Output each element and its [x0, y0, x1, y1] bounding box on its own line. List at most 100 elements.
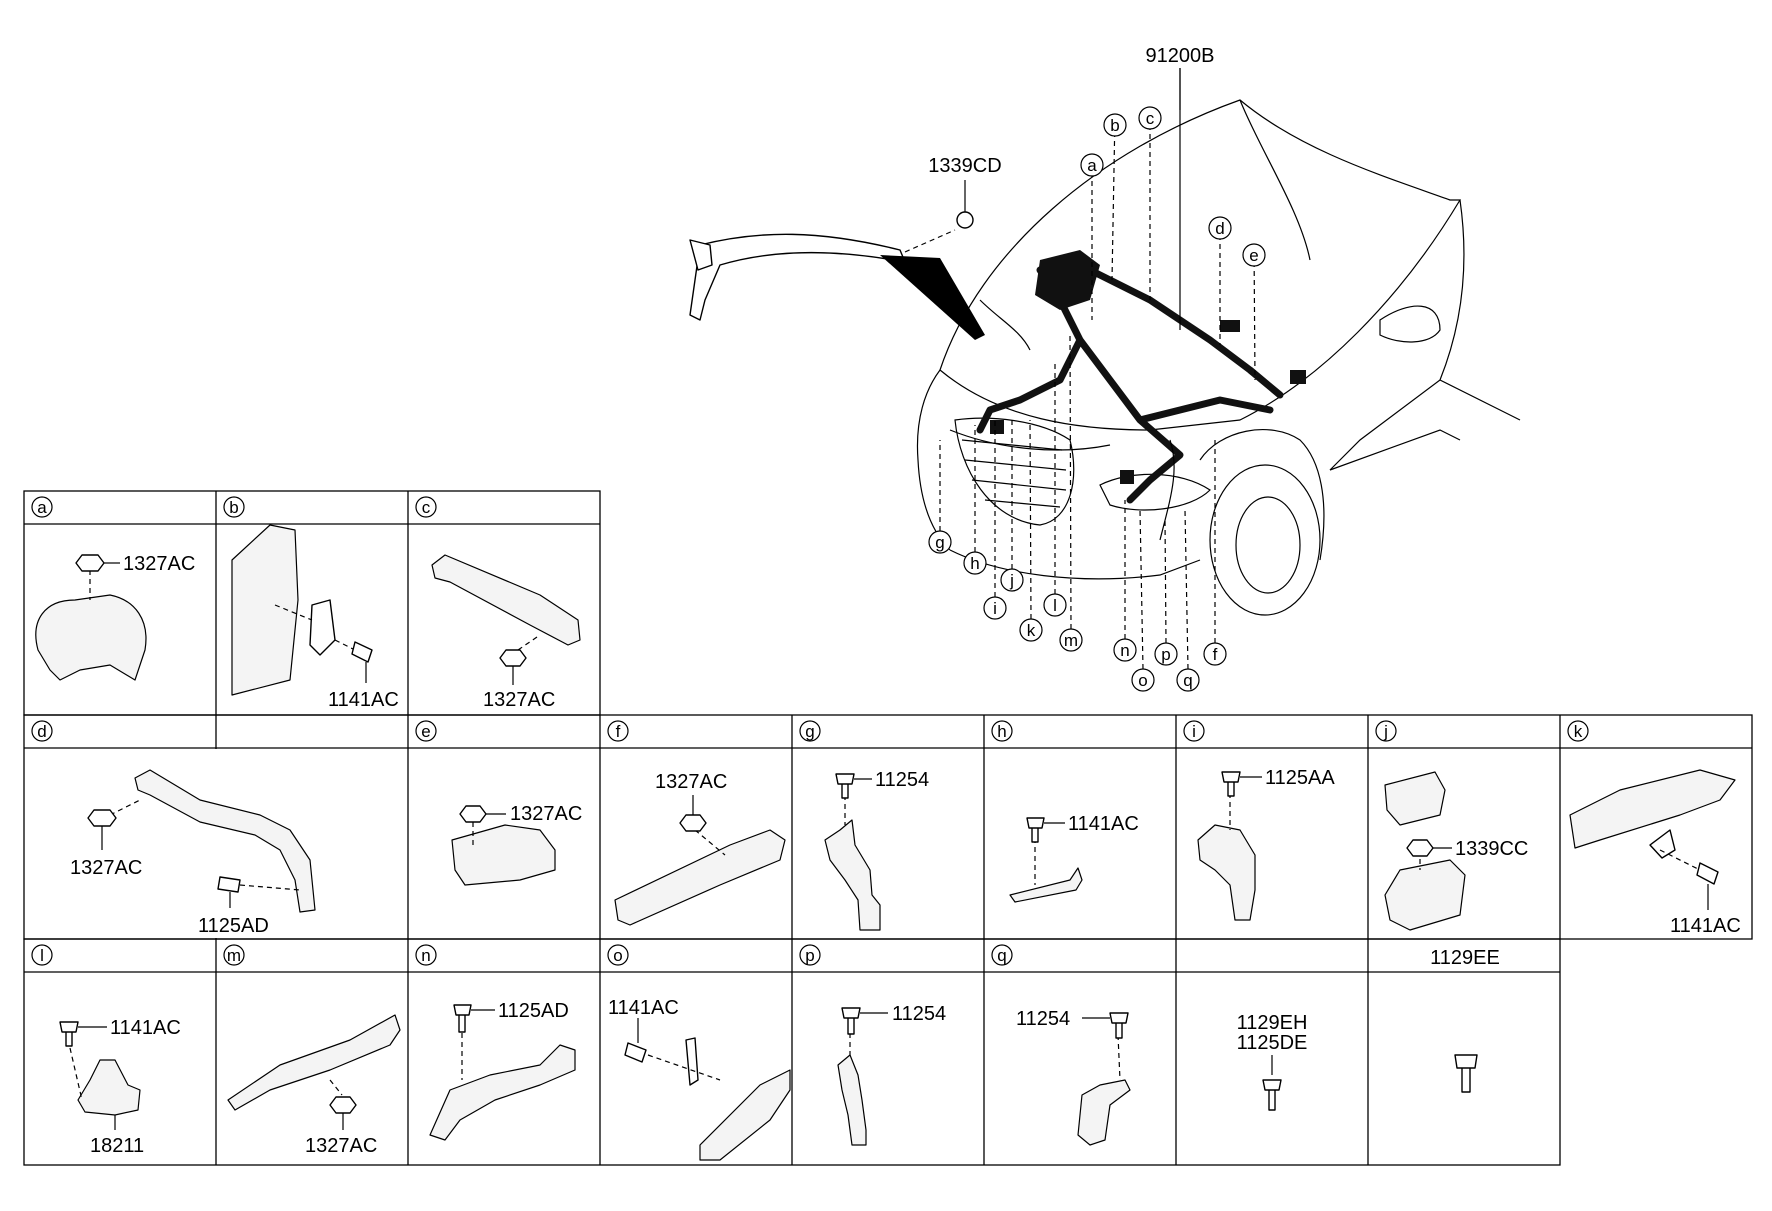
label-g-11254: 11254 [875, 769, 929, 791]
bolt-icon-d [217, 876, 241, 893]
label-h-1141AC: 1141AC [1068, 813, 1139, 835]
label-f-1327AC: 1327AC [655, 771, 727, 793]
panel-f-letter: f [616, 722, 621, 741]
panel-c: 1327AC [431, 554, 581, 711]
panel-p: 11254 [837, 1003, 946, 1146]
bolt-icon-p [841, 1007, 861, 1035]
panel-r: 1129EH 1125DE [1237, 1012, 1308, 1111]
panel-c-callout-circle [415, 496, 437, 518]
battery-cable-terminal [689, 239, 713, 271]
battery-cable [689, 233, 906, 321]
car-grille [954, 417, 1075, 526]
panel-d-callout-circle [31, 720, 53, 742]
main-callout-o: o [1131, 509, 1155, 692]
panel-n: 1125AD [429, 1000, 576, 1141]
panel-a-bracket [35, 594, 147, 681]
panel-p-letter: p [805, 946, 814, 965]
main-callout-c-circle [1138, 106, 1162, 130]
main-callout-h: h [963, 425, 987, 575]
panel-p-bracket [837, 1054, 867, 1146]
panel-o-bracket [699, 1069, 791, 1161]
panel-i-bracket [1197, 824, 1256, 921]
main-callout-f-circle [1203, 642, 1227, 666]
nut-icon-a [75, 554, 105, 572]
main-callout-g-letter: g [935, 533, 944, 552]
main-callout-b-circle [1103, 113, 1127, 137]
main-callout-o-circle [1131, 668, 1155, 692]
panel-m: 1327AC [227, 1014, 401, 1157]
main-callout-i-circle [983, 596, 1007, 620]
panel-j: 1339CC [1384, 771, 1528, 931]
car-bumper-bottom [949, 549, 1201, 580]
panel-a-letter: a [37, 498, 47, 517]
label-c-1327AC: 1327AC [483, 689, 555, 711]
label-r-1129EH: 1129EH [1237, 1012, 1308, 1034]
main-callout-e-circle [1242, 243, 1266, 267]
panel-a-callout-circle [31, 496, 53, 518]
panel-o-callout-circle [607, 944, 629, 966]
main-callout-j-letter: j [1009, 571, 1014, 590]
panel-k: 1141AC [1569, 769, 1741, 937]
label-m-1327AC: 1327AC [305, 1135, 377, 1157]
panel-s: 1129EE [1430, 947, 1500, 1093]
panel-i-letter: i [1192, 722, 1196, 741]
main-callout-q-leader [1184, 509, 1189, 670]
label-l-18211: 18211 [90, 1135, 144, 1157]
panel-n-header: n [415, 944, 437, 966]
label-n-1125AD: 1125AD [498, 1000, 569, 1022]
panel-o-dash [647, 1054, 721, 1081]
main-callout-f: f [1203, 440, 1227, 666]
main-callout-b-leader [1111, 113, 1116, 281]
panel-j-cover [1384, 771, 1446, 826]
panel-k-header: k [1567, 720, 1589, 742]
harness-junction-block [1035, 250, 1100, 310]
car-windshield-edge [1439, 379, 1521, 421]
panel-b-bracket [231, 524, 299, 696]
panel-l-dash [69, 1047, 83, 1101]
panel-a-header: a [31, 496, 53, 518]
main-callout-o-leader [1139, 509, 1144, 670]
panel-c-dash [517, 634, 541, 651]
panel-d: 1327AC 1125AD [70, 769, 316, 937]
main-callout-q-letter: q [1183, 671, 1192, 690]
car-wheel-hub [1235, 496, 1301, 594]
car-a-pillar [1329, 199, 1465, 471]
panel-l: 1141AC 18211 [59, 1017, 181, 1157]
grid-dividers [214, 715, 1561, 1165]
main-callout-h-circle [963, 551, 987, 575]
panel-h: 1141AC [1009, 813, 1139, 903]
main-callout-p-leader [1164, 519, 1167, 644]
panel-d-header: d [31, 720, 53, 742]
bolt-icon-l [59, 1021, 79, 1047]
main-callout-a: a [1080, 153, 1104, 320]
main-callout-m-circle [1059, 628, 1083, 652]
bolt-icon-s [1454, 1054, 1478, 1093]
main-callout-k-leader [1029, 419, 1032, 620]
main-callout-a-letter: a [1087, 156, 1097, 175]
car-hood-outline [939, 99, 1462, 431]
panel-l-header: l [31, 944, 53, 966]
panel-f-callout-circle [607, 720, 629, 742]
main-callout-k-letter: k [1027, 621, 1036, 640]
panel-e: 1327AC [451, 803, 582, 886]
panel-k-bracket [1569, 769, 1736, 849]
nut-icon-j [1406, 839, 1434, 857]
main-callout-h-letter: h [970, 554, 979, 573]
panel-e-bracket [451, 824, 556, 886]
bolt-icon-g [835, 773, 855, 799]
panel-k-callout-circle [1567, 720, 1589, 742]
panel-e-callout-circle [415, 720, 437, 742]
main-callout-l-circle [1043, 593, 1067, 617]
label-91200B: 91200B [1146, 45, 1215, 67]
main-callout-j: j [1000, 420, 1024, 592]
car-mirror [1379, 305, 1441, 343]
label-s-1129EE: 1129EE [1430, 947, 1500, 969]
main-callout-f-letter: f [1213, 645, 1218, 664]
nut-icon-d [87, 809, 117, 827]
panel-o: 1141AC [608, 997, 791, 1161]
label-o-1141AC: 1141AC [608, 997, 679, 1019]
label-d-1125AD: 1125AD [198, 915, 269, 937]
panel-n-bracket [429, 1044, 576, 1141]
